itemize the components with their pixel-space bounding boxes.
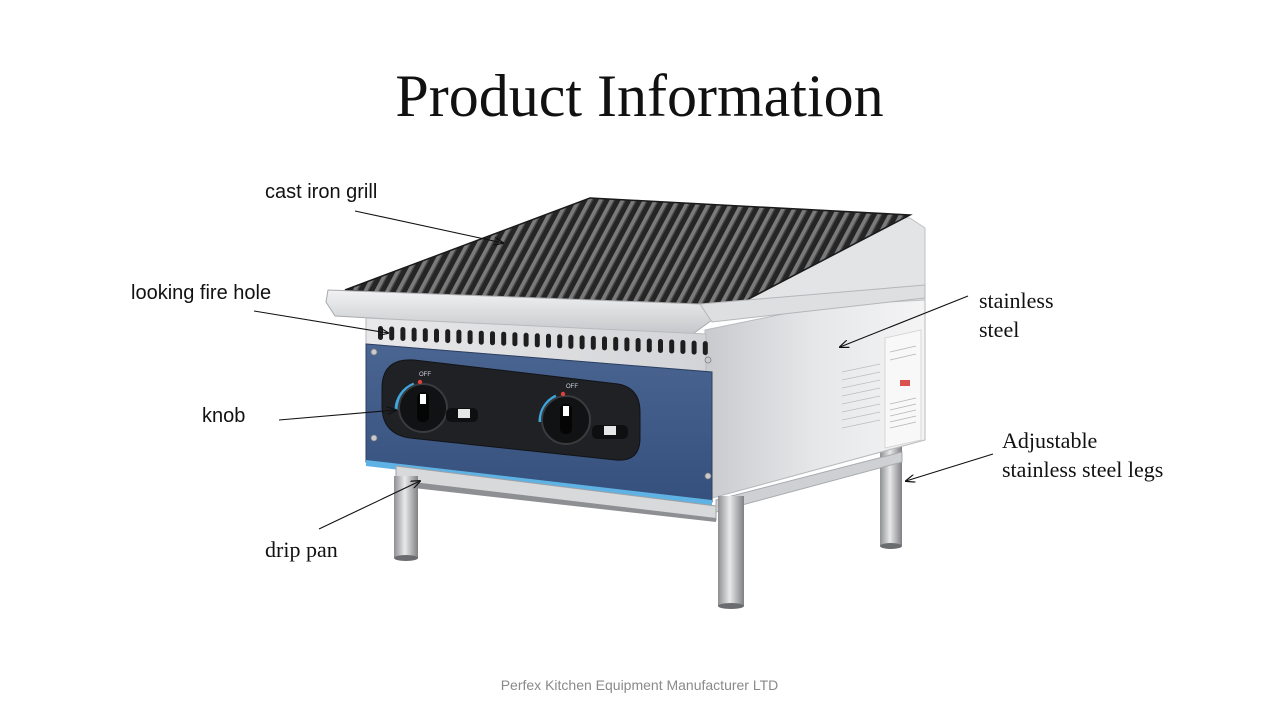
fire-hole	[658, 339, 663, 353]
arrow-stainless-steel	[840, 295, 969, 347]
fire-hole	[434, 328, 439, 343]
arrow-knob	[278, 410, 396, 421]
fire-hole	[568, 334, 574, 349]
knob-off-label-left: OFF	[419, 372, 431, 378]
arrow-drip-pan	[318, 481, 420, 530]
fire-hole	[501, 331, 507, 346]
front-legs	[394, 476, 744, 609]
fire-hole	[534, 333, 540, 348]
fire-hole	[624, 337, 630, 352]
callout-arrows	[253, 210, 994, 530]
fire-hole	[378, 326, 383, 340]
looking-fire-holes	[378, 326, 708, 356]
fire-hole	[523, 332, 529, 347]
fire-hole	[478, 330, 484, 345]
fire-hole	[557, 334, 563, 349]
label-stainless-steel-line-1: stainless	[979, 288, 1054, 313]
label-adjustable-legs-line-2: stainless steel legs	[1002, 457, 1164, 482]
fire-hole	[490, 331, 495, 346]
fire-hole	[411, 327, 417, 342]
fire-hole	[613, 336, 619, 351]
fire-hole	[669, 339, 675, 354]
fire-hole	[546, 333, 551, 348]
label-adjustable-legs: Adjustable stainless steel legs	[1002, 426, 1163, 484]
fire-hole	[680, 340, 686, 354]
slide-title: Product Information	[395, 63, 884, 129]
fire-hole	[602, 336, 607, 351]
arrow-cast-iron-grill	[354, 210, 503, 243]
label-adjustable-legs-line-1: Adjustable	[1002, 428, 1098, 453]
fire-hole	[590, 335, 596, 350]
label-knob: knob	[202, 405, 246, 427]
fire-hole	[646, 338, 652, 353]
label-looking-fire-hole: looking fire hole	[131, 282, 272, 304]
label-drip-pan: drip pan	[265, 537, 338, 562]
fire-hole	[400, 327, 406, 341]
label-stainless-steel-line-2: steel	[979, 317, 1020, 342]
fire-hole	[512, 332, 518, 347]
fire-hole	[635, 338, 641, 352]
label-stainless-steel: stainless steel	[979, 286, 1054, 344]
knob-right: OFF	[538, 384, 628, 445]
fire-hole	[702, 341, 708, 356]
spec-plate	[841, 329, 922, 449]
footer-company: Perfex Kitchen Equipment Manufacturer LT…	[500, 677, 779, 693]
fire-hole	[456, 329, 462, 344]
fire-hole	[445, 329, 451, 344]
fire-hole	[579, 335, 585, 350]
fire-hole	[467, 330, 473, 345]
arrow-adjustable-legs	[906, 453, 994, 481]
fire-hole	[691, 340, 697, 355]
fire-hole	[389, 326, 395, 341]
knob-off-label-right: OFF	[566, 384, 578, 390]
label-cast-iron-grill: cast iron grill	[265, 181, 378, 203]
arrow-looking-fire-hole	[253, 310, 388, 333]
fire-hole	[422, 328, 428, 343]
